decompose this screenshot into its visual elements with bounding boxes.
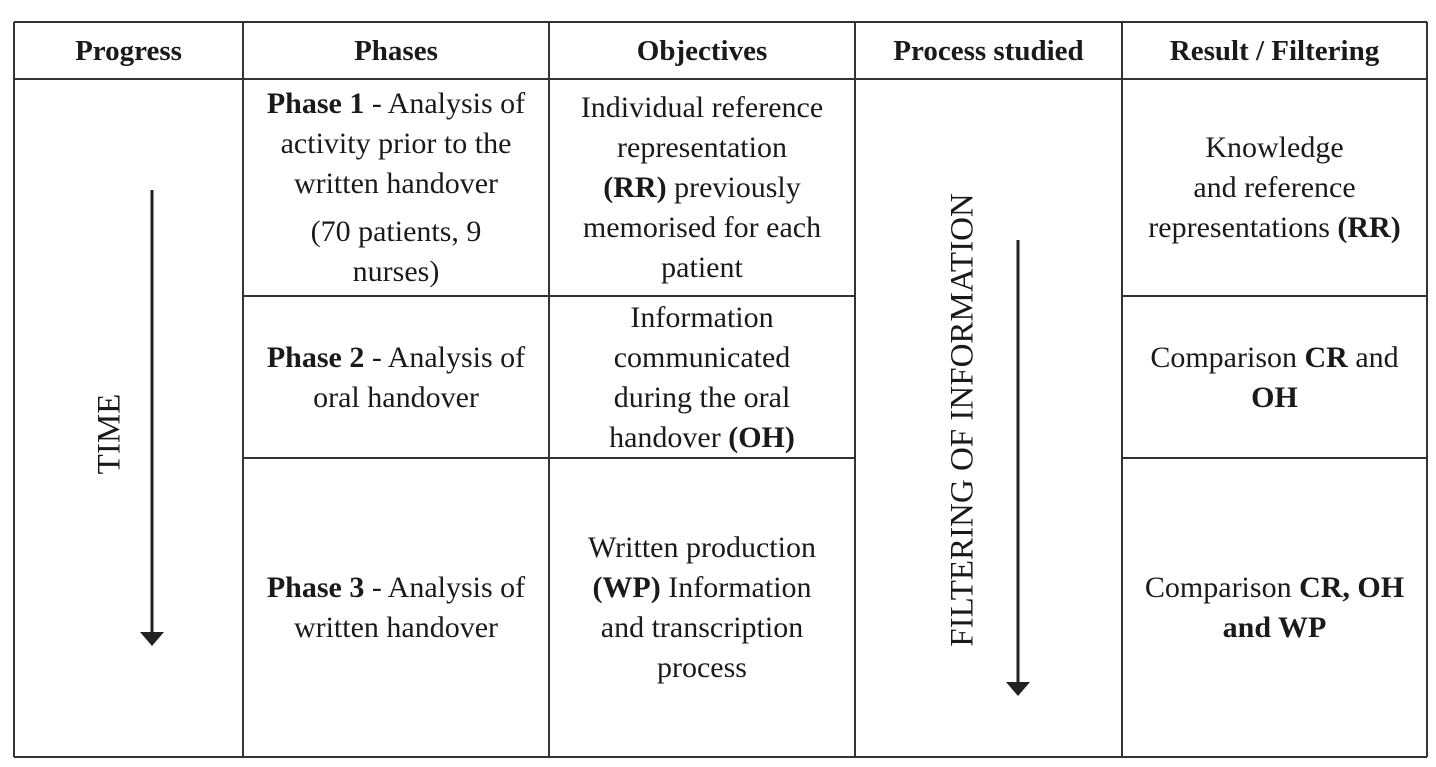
header-phases: Phases: [354, 34, 438, 67]
objective-1-cell: Individual reference representation (RR)…: [580, 91, 824, 284]
time-arrow-icon: [140, 190, 164, 646]
result-3-cell: Comparison CR, OH and WP: [1144, 571, 1405, 644]
phase-1-cell: Phase 1 - Analysis of activity prior to …: [266, 87, 526, 288]
filtering-label: FILTERING OF INFORMATION: [944, 193, 981, 647]
header-process-studied: Process studied: [893, 34, 1084, 67]
header-objectives: Objectives: [636, 34, 768, 67]
phase-2-cell: Phase 2 - Analysis of oral handover: [266, 340, 526, 414]
header-result-filtering: Result / Filtering: [1169, 34, 1380, 67]
objective-2-cell: Information communicated during the oral…: [609, 300, 795, 454]
phase-3-cell: Phase 3 - Analysis of written handover: [266, 571, 526, 644]
objective-3-cell: Written production (WP) Information and …: [588, 531, 816, 684]
filtering-arrow-icon: [1006, 240, 1030, 696]
header-progress: Progress: [75, 34, 182, 67]
result-2-cell: Comparison CR and OH: [1150, 340, 1399, 414]
time-label: TIME: [91, 393, 128, 475]
result-1-cell: Knowledge and reference representations …: [1148, 131, 1401, 244]
